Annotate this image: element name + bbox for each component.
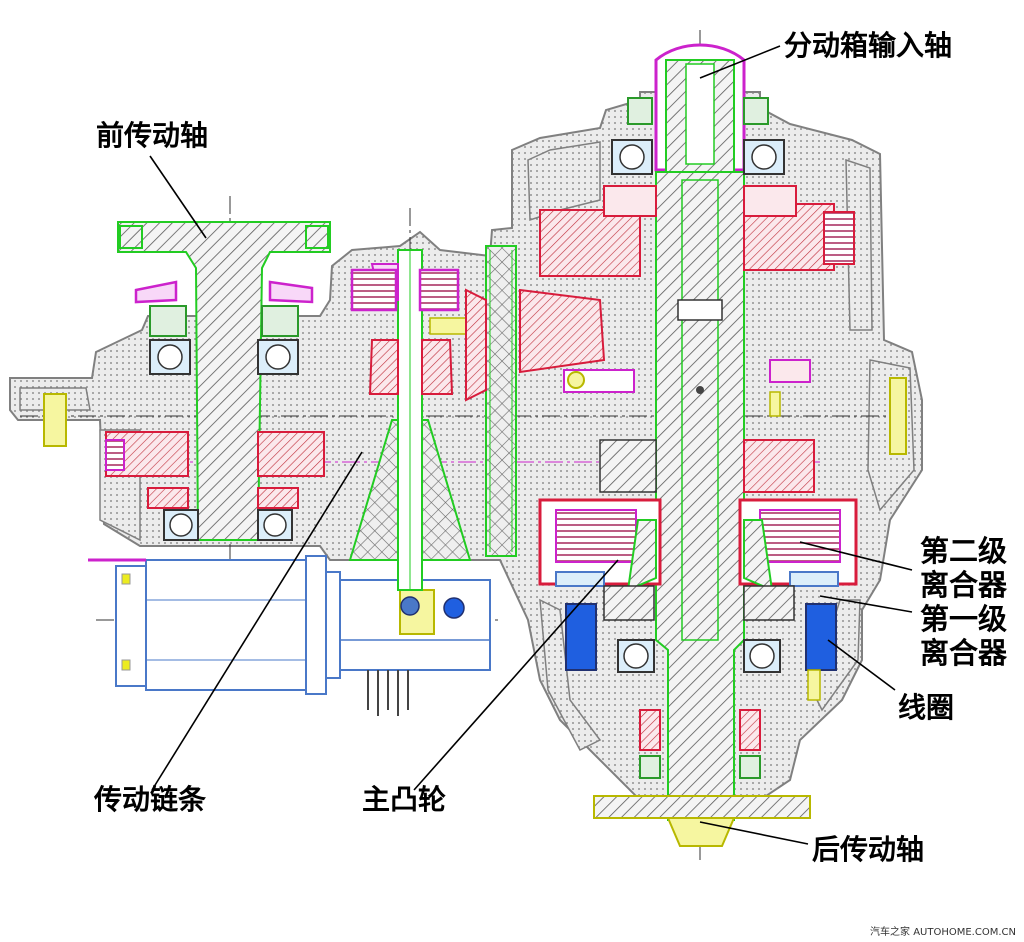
label-rear-drive-shaft: 后传动轴 [812, 833, 925, 866]
shift-motor [88, 555, 491, 716]
label-clutch-stage2-line2: 离合器 [920, 568, 1008, 602]
leader-lines [149, 45, 913, 845]
label-clutch-stage1: 第一级 离合器 [920, 602, 1007, 670]
label-transfer-input-shaft: 分动箱输入轴 [784, 29, 953, 62]
label-coil: 线圈 [898, 691, 955, 724]
label-clutch-stage1-line2: 离合器 [920, 636, 1008, 670]
label-front-drive-shaft: 前传动轴 [96, 119, 209, 152]
label-clutch-stage1-line1: 第一级 [920, 602, 1008, 636]
chain-and-cam [348, 245, 635, 591]
main-shaft [538, 43, 907, 847]
watermark: 汽车之家 AUTOHOME.COM.CN [870, 927, 1016, 938]
front-output-shaft [43, 221, 331, 541]
label-clutch-stage2: 第二级 离合器 [920, 534, 1007, 602]
label-clutch-stage2-line1: 第二级 [920, 534, 1008, 568]
label-main-cam: 主凸轮 [362, 783, 447, 816]
label-drive-chain: 传动链条 [94, 783, 207, 816]
